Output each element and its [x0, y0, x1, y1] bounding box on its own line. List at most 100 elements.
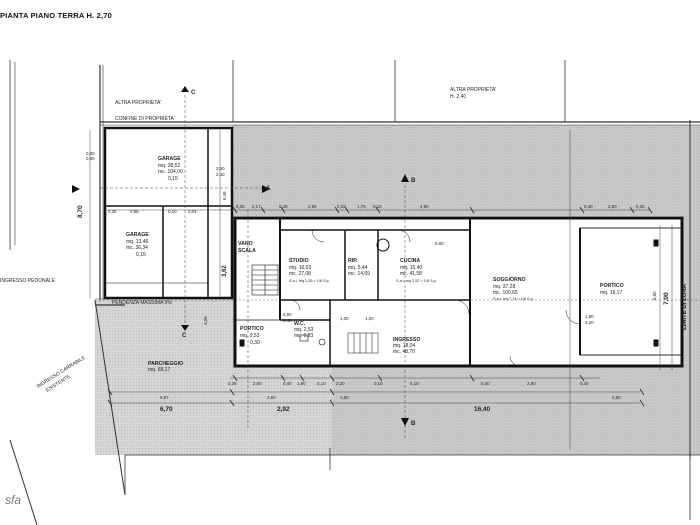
svg-text:2,20: 2,20: [336, 381, 345, 386]
stairs-icon: [251, 264, 279, 296]
svg-text:0,10: 0,10: [317, 381, 326, 386]
svg-text:2,92: 2,92: [277, 406, 290, 413]
svg-text:2,40: 2,40: [283, 318, 292, 323]
svg-text:2,80: 2,80: [608, 204, 617, 209]
svg-text:6,50: 6,50: [652, 291, 657, 300]
garage2-name: GARAGE: [126, 232, 149, 238]
svg-text:6,70: 6,70: [160, 406, 173, 413]
neighbor-height: H. 2,40: [450, 94, 466, 100]
garage1-volume: mc. 104,00: [158, 169, 183, 175]
ingresso-area: mq. 18,04: [393, 343, 415, 349]
dimension-lines: [89, 95, 673, 450]
portico-right-area: mq. 19,17: [600, 290, 622, 296]
wc-volume: mc. 6,83: [294, 333, 313, 339]
svg-text:0,40: 0,40: [584, 204, 593, 209]
garage1-level: 0,15: [168, 176, 178, 182]
studio-volume: mc. 27,08: [289, 271, 311, 277]
studio-name: STUDIO: [289, 258, 309, 264]
soggiorno-sai: S.a.i. mq 7,74 > 1/8 S.p.: [493, 297, 534, 301]
svg-text:0,35: 0,35: [228, 381, 237, 386]
svg-text:0,30: 0,30: [86, 151, 95, 156]
ingresso-volume: mc. 48,70: [393, 349, 415, 355]
portico-right-name: PORTICO: [600, 283, 624, 289]
vano-name: VANO: [238, 241, 253, 247]
garage2-level: 0,15: [136, 252, 146, 258]
section-a-arrow-icon: [72, 185, 270, 193]
svg-text:2,60: 2,60: [267, 395, 276, 400]
section-b-arrow-icon: [401, 174, 409, 426]
sink-icon: [299, 334, 309, 342]
svg-text:0,40: 0,40: [283, 381, 292, 386]
wc-fixture-icon: [318, 338, 326, 346]
svg-text:6,48: 6,48: [222, 191, 227, 200]
dimension-ticks: [107, 206, 653, 407]
parcheggio-name: PARCHEGGIO: [148, 361, 183, 367]
ingresso-stairs-icon: [347, 332, 379, 354]
parcheggio-area: mq. 68,17: [148, 367, 170, 373]
garage1-name: GARAGE: [158, 156, 181, 162]
svg-text:7,00: 7,00: [663, 292, 670, 305]
column-icon: [376, 238, 390, 252]
garage1-area: mq. 38,52: [158, 163, 180, 169]
svg-text:0,90: 0,90: [283, 312, 292, 317]
svg-text:0,90: 0,90: [86, 156, 95, 161]
section-c-arrow-icon: [181, 86, 189, 331]
signature: sfa: [5, 493, 21, 507]
site-lines: [9, 60, 700, 525]
svg-text:1,80: 1,80: [297, 381, 306, 386]
svg-text:4,90: 4,90: [420, 204, 429, 209]
svg-text:3,04: 3,04: [188, 209, 197, 214]
rip-area: mq. 5,44: [348, 265, 368, 271]
section-b-label-bottom: B: [411, 421, 416, 427]
soggiorno-volume: mc. 100,65: [493, 290, 518, 296]
neighbor-label-left: ALTRA PROPRIETA': [115, 100, 161, 106]
house-walls: [233, 216, 684, 368]
svg-text:0,35: 0,35: [236, 204, 245, 209]
svg-text:0,35: 0,35: [108, 209, 117, 214]
section-a-label: A: [266, 186, 271, 192]
svg-text:2,96: 2,96: [130, 209, 139, 214]
svg-text:0,80: 0,80: [435, 241, 444, 246]
svg-text:3,50: 3,50: [216, 166, 225, 171]
section-c-label-bottom: C: [182, 333, 187, 339]
section-markers: [72, 86, 409, 426]
svg-text:2,95: 2,95: [308, 204, 317, 209]
rip-volume: mc. 14,69: [348, 271, 370, 277]
soggiorno-name: SOGGIORNO: [493, 277, 526, 283]
svg-text:2,40: 2,40: [216, 172, 225, 177]
svg-text:0,10: 0,10: [374, 381, 383, 386]
svg-text:8,70: 8,70: [77, 205, 84, 218]
svg-text:1,80: 1,80: [585, 314, 594, 319]
pedestrian-entrance-label: INGRESSO PEDONALE: [0, 278, 56, 284]
vano-sub: SCALA: [238, 248, 256, 254]
svg-text:2,60: 2,60: [253, 381, 262, 386]
svg-text:1,80: 1,80: [340, 395, 349, 400]
cucina-area: mq. 15,40: [400, 265, 422, 271]
svg-text:0,40: 0,40: [481, 381, 490, 386]
svg-text:2,80: 2,80: [527, 381, 536, 386]
ground-shading: [5, 125, 700, 455]
portico-left-name: PORTICO: [240, 326, 264, 332]
svg-text:5,10: 5,10: [410, 381, 419, 386]
svg-text:0,10: 0,10: [337, 204, 346, 209]
max-slope-label: PENDENZA MASSIMA 5%: [112, 300, 172, 306]
svg-text:3,62: 3,62: [222, 265, 228, 277]
section-c-label-top: C: [191, 90, 196, 96]
wc-name: W.C.: [294, 321, 306, 327]
cucina-name: CUCINA: [400, 258, 420, 264]
section-b-label-top: B: [411, 178, 416, 184]
plan-title: PIANTA PIANO TERRA H. 2,70: [0, 11, 113, 20]
svg-text:16,40: 16,40: [474, 406, 491, 413]
svg-text:1,00: 1,00: [365, 316, 374, 321]
property-boundary-label: CONFINE DI PROPRIETA': [115, 116, 175, 122]
wc-area: mq. 2,53: [294, 327, 314, 333]
portico-left-level: 0,30: [250, 340, 260, 346]
svg-text:1,75: 1,75: [357, 204, 366, 209]
svg-text:0,10: 0,10: [373, 204, 382, 209]
cucina-volume: mc. 41,58: [400, 271, 422, 277]
zone-limit-label: LIMITE DI ZONA: [682, 283, 688, 330]
portico-left-area: mq. 9,53: [240, 333, 260, 339]
svg-text:3,20: 3,20: [585, 320, 594, 325]
svg-text:0,40: 0,40: [279, 204, 288, 209]
